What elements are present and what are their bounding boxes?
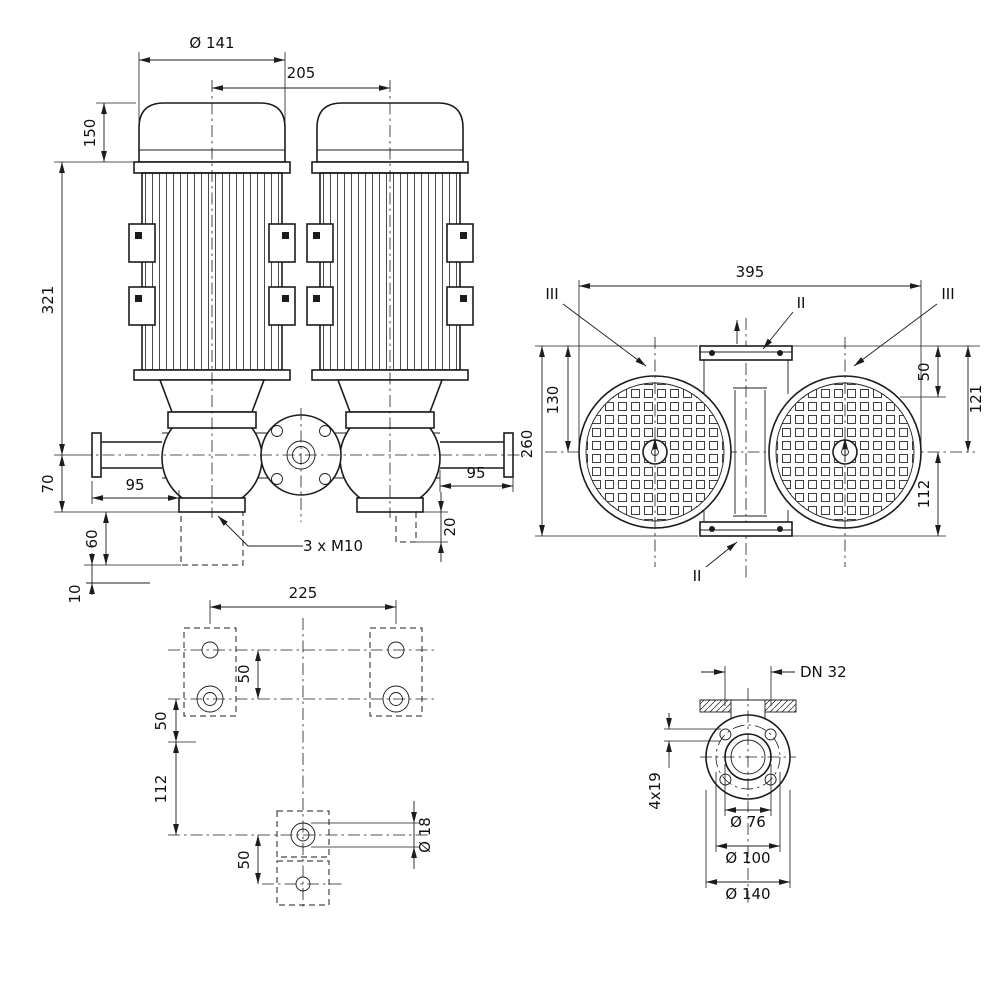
dim-50-lower: 50 bbox=[235, 850, 253, 869]
bolt-circle bbox=[715, 724, 781, 790]
foot-pad-right bbox=[369, 627, 423, 717]
dim-60: 60 bbox=[83, 529, 101, 548]
anchor-bolt-outline bbox=[395, 511, 417, 543]
lower-pad-outline-2 bbox=[276, 860, 330, 906]
flange-dimensions: DN 32 4x19 Ø 76 Ø 100 Ø 140 bbox=[646, 663, 847, 903]
dim-motor-spacing: 205 bbox=[287, 64, 316, 82]
front-dimensions: Ø 141 205 150 321 70 95 95 60 bbox=[39, 34, 514, 604]
foot-pad-left bbox=[183, 627, 237, 717]
dim-150: 150 bbox=[81, 119, 99, 148]
dim-dia-100: Ø 100 bbox=[725, 849, 770, 867]
dim-70: 70 bbox=[39, 474, 57, 493]
section-label-III-left: III bbox=[545, 285, 558, 303]
dim-50-upper: 50 bbox=[235, 664, 253, 683]
dim-50: 50 bbox=[915, 362, 933, 381]
dim-395: 395 bbox=[736, 263, 765, 281]
dim-260: 260 bbox=[518, 430, 536, 459]
foundation-dimensions: 225 50 50 112 50 Ø 18 bbox=[152, 584, 434, 884]
dim-motor-diameter: Ø 141 bbox=[189, 34, 234, 52]
dim-dn32: DN 32 bbox=[800, 663, 847, 681]
dim-dia-140: Ø 140 bbox=[725, 885, 770, 903]
dim-225: 225 bbox=[289, 584, 318, 602]
dim-112: 112 bbox=[152, 775, 170, 804]
dim-50-mid: 50 bbox=[152, 711, 170, 730]
dim-95-left: 95 bbox=[125, 476, 144, 494]
dim-bolt-holes: 4x19 bbox=[646, 772, 664, 810]
flange-view: DN 32 4x19 Ø 76 Ø 100 Ø 140 bbox=[646, 663, 847, 906]
section-label-III-right: III bbox=[941, 285, 954, 303]
pump-casing bbox=[91, 407, 514, 513]
section-label-II-top: II bbox=[797, 294, 806, 312]
dim-dia-76: Ø 76 bbox=[730, 813, 766, 831]
plan-dimensions: 395 130 260 50 121 112 III III II II bbox=[518, 263, 985, 585]
dim-112: 112 bbox=[915, 480, 933, 509]
dim-121: 121 bbox=[967, 385, 985, 414]
anchor-bolt-label: 3 x M10 bbox=[303, 537, 363, 555]
dim-95-right: 95 bbox=[466, 464, 485, 482]
dim-20: 20 bbox=[441, 517, 459, 536]
dim-hole-diameter: Ø 18 bbox=[416, 817, 434, 853]
dim-321: 321 bbox=[39, 286, 57, 315]
front-view: Ø 141 205 150 321 70 95 95 60 bbox=[39, 34, 525, 604]
lower-pad-outline bbox=[276, 810, 330, 858]
port-flange-top bbox=[699, 320, 793, 394]
anchor-bolt-leader bbox=[217, 515, 303, 547]
foundation-block-outline bbox=[180, 511, 244, 566]
dim-10: 10 bbox=[66, 584, 84, 603]
section-label-II-bottom: II bbox=[693, 567, 702, 585]
dim-130: 130 bbox=[544, 386, 562, 415]
port-flange-bottom bbox=[699, 510, 793, 537]
plan-view: 395 130 260 50 121 112 III III II II bbox=[518, 263, 985, 585]
flange-body bbox=[699, 699, 797, 800]
foundation-view: 225 50 50 112 50 Ø 18 bbox=[152, 584, 438, 910]
